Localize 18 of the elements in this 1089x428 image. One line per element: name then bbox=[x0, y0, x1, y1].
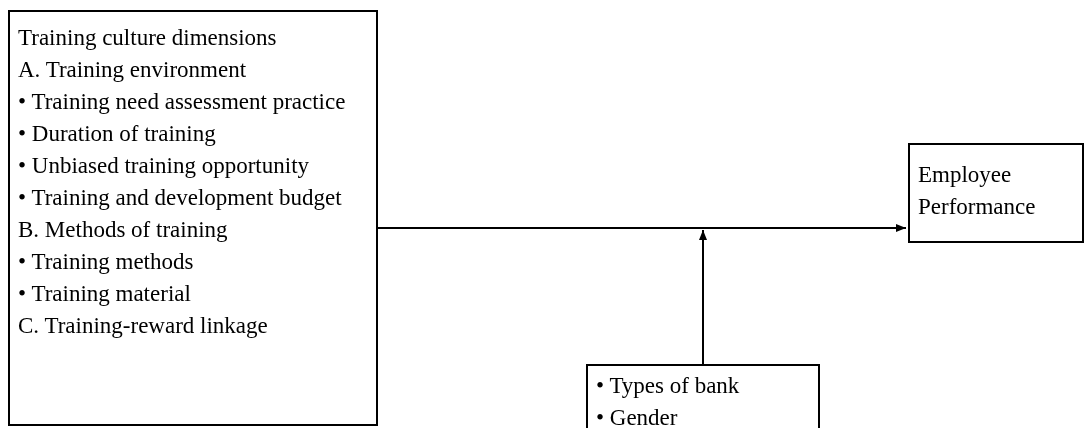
arrow bbox=[699, 229, 707, 365]
node-text: • Training and development budget bbox=[18, 184, 343, 212]
dimensions-box bbox=[8, 10, 378, 426]
node-text: Employee Performance bbox=[918, 161, 1037, 221]
node-text: • Unbiased training opportunity bbox=[18, 152, 311, 180]
node-text: A. Training environment bbox=[18, 56, 248, 84]
node-text: • Training material bbox=[18, 280, 192, 308]
moderator-box bbox=[586, 364, 820, 428]
node-text: • Duration of training bbox=[18, 120, 217, 148]
node-text: B. Methods of training bbox=[18, 216, 229, 244]
node-text: • Training methods bbox=[18, 248, 195, 276]
node-text: • Training need assessment practice bbox=[18, 88, 347, 116]
outcome-box bbox=[908, 143, 1084, 243]
arrow bbox=[377, 224, 907, 232]
node-text: C. Training-reward linkage bbox=[18, 312, 269, 340]
node-text: • Gender bbox=[596, 404, 679, 428]
node-text: Training culture dimensions bbox=[18, 24, 278, 52]
node-text: • Types of bank bbox=[596, 372, 741, 400]
